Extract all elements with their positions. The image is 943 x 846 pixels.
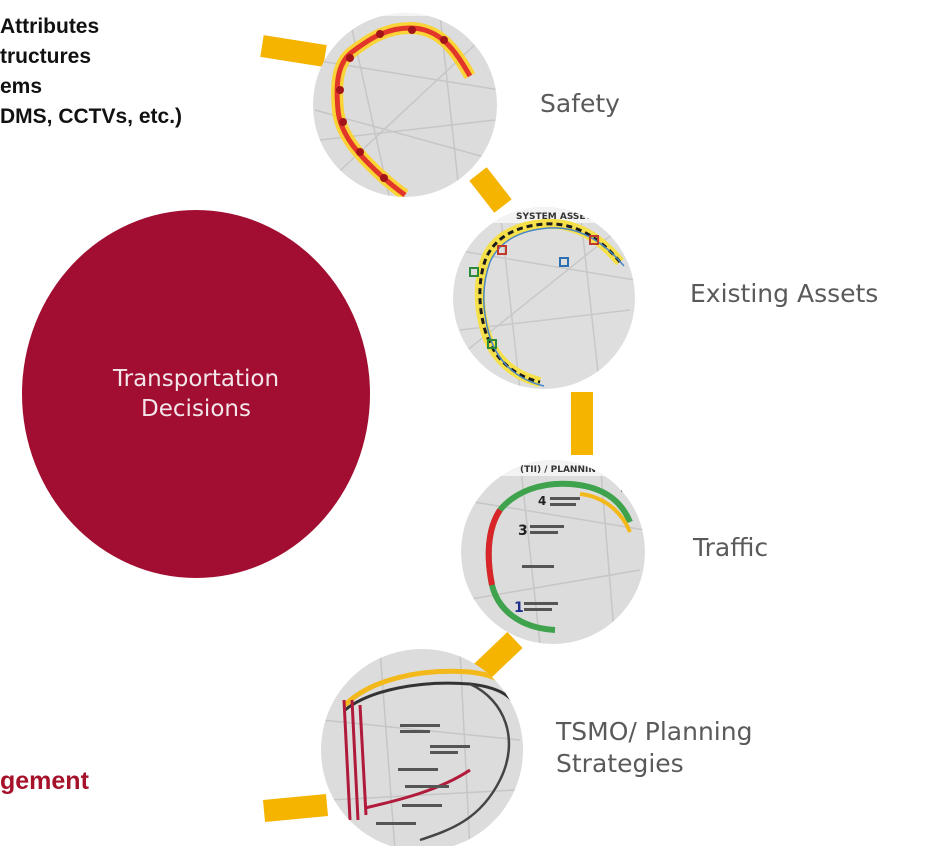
map-header: (TII) / PLANNING [520, 465, 603, 475]
bullet-item: ems [0, 75, 43, 98]
svg-text:1: 1 [514, 600, 524, 616]
map-header: (2016) [372, 5, 405, 15]
strategies-map [321, 649, 523, 846]
connector-top [260, 35, 327, 67]
bullet-list: Attributes tructures ems DMS, CCTVs, etc… [0, 12, 320, 132]
connector-bottom [262, 794, 329, 822]
footer-heading: gement [0, 767, 89, 795]
stage-label-existing-assets: Existing Assets [690, 279, 879, 308]
connector-safety-assets [469, 167, 512, 213]
svg-text:3: 3 [518, 523, 528, 539]
stage-label-tsmo-planning: TSMO/ Planning Strategies [556, 717, 753, 778]
transportation-decisions-circle: Transportation Decisions [22, 210, 370, 578]
heatmap-map: (2016) [313, 5, 497, 197]
map-header: SYSTEM ASSETS [516, 212, 598, 222]
stage-label-safety: Safety [540, 89, 620, 118]
assets-map: SYSTEM ASSETS [453, 207, 635, 389]
svg-text:4: 4 [538, 494, 546, 508]
bullet-item: tructures [0, 45, 92, 68]
bullet-item: Attributes [0, 15, 100, 38]
transportation-decisions-label: Transportation Decisions [112, 366, 280, 422]
stage-label-traffic: Traffic [693, 533, 769, 562]
svg-text:5: 5 [620, 480, 630, 496]
bullet-item: DMS, CCTVs, etc.) [0, 105, 183, 128]
traffic-map: (TII) / PLANNING 3 4 5 1 [461, 460, 645, 644]
